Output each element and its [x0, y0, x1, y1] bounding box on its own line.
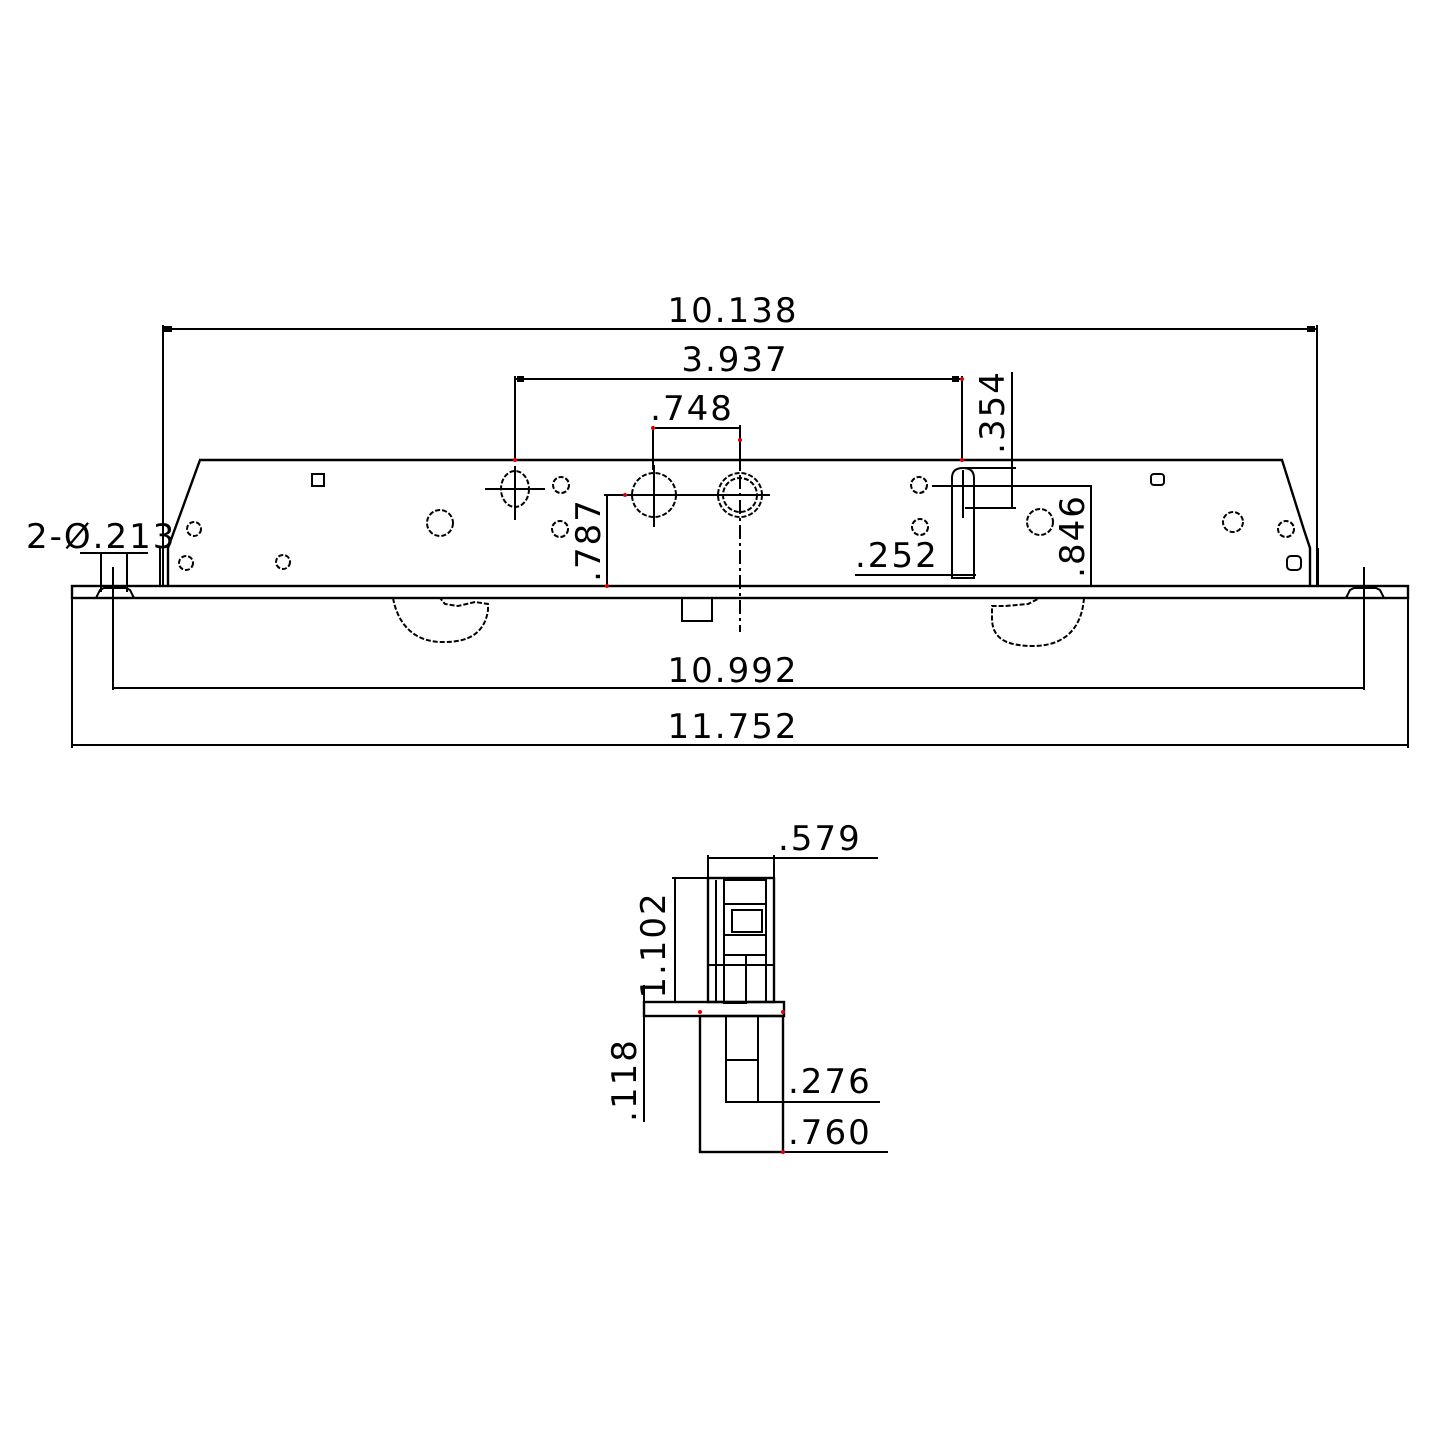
- countersink-left: [95, 587, 135, 599]
- round-hole-2: [717, 472, 763, 518]
- dim-flange-thickness: .118: [605, 1038, 645, 1122]
- front-dimensions: 10.138 3.937 .748 .787 .354 .846: [26, 291, 1409, 748]
- small-hole: [1277, 520, 1295, 538]
- dim-slot-height: .354: [973, 370, 1013, 454]
- medium-hole: [1026, 508, 1054, 536]
- medium-hole: [1222, 511, 1244, 533]
- dim-overall-top: 10.138: [668, 291, 799, 331]
- small-hole: [910, 476, 928, 494]
- hook-cutout-left: [392, 597, 489, 644]
- hook-cutout-right: [991, 597, 1085, 648]
- dim-hole-callout: 2-Ø.213: [26, 517, 176, 557]
- side-dimensions: .579 1.102 .118 .276 .760: [605, 819, 888, 1154]
- small-hole: [911, 518, 929, 536]
- bracket-outline: [166, 458, 1312, 586]
- dim-right-height: .846: [1053, 494, 1093, 578]
- square-hole-right: [1150, 473, 1165, 486]
- dim-hole-pitch: .748: [650, 389, 734, 429]
- dim-height: 1.102: [634, 891, 674, 998]
- small-hole: [551, 520, 569, 538]
- dim-inner-width: .276: [788, 1062, 872, 1102]
- small-hole: [178, 555, 194, 571]
- square-hole-left: [311, 473, 325, 487]
- dim-top-width: .579: [778, 819, 862, 859]
- small-hole: [552, 476, 570, 494]
- dim-hole-span: 3.937: [681, 340, 788, 380]
- dim-base-width: .760: [788, 1113, 872, 1153]
- center-tab: [681, 597, 713, 622]
- dim-inner-length: 10.992: [668, 651, 799, 691]
- dim-slot-width: .252: [855, 536, 939, 576]
- slot: [951, 466, 975, 579]
- dim-overall-length: 11.752: [668, 707, 799, 747]
- small-hole: [186, 521, 202, 537]
- small-hole: [1286, 555, 1302, 571]
- medium-hole: [426, 509, 454, 537]
- small-hole: [275, 554, 291, 570]
- dim-left-hole-height: .787: [569, 498, 609, 582]
